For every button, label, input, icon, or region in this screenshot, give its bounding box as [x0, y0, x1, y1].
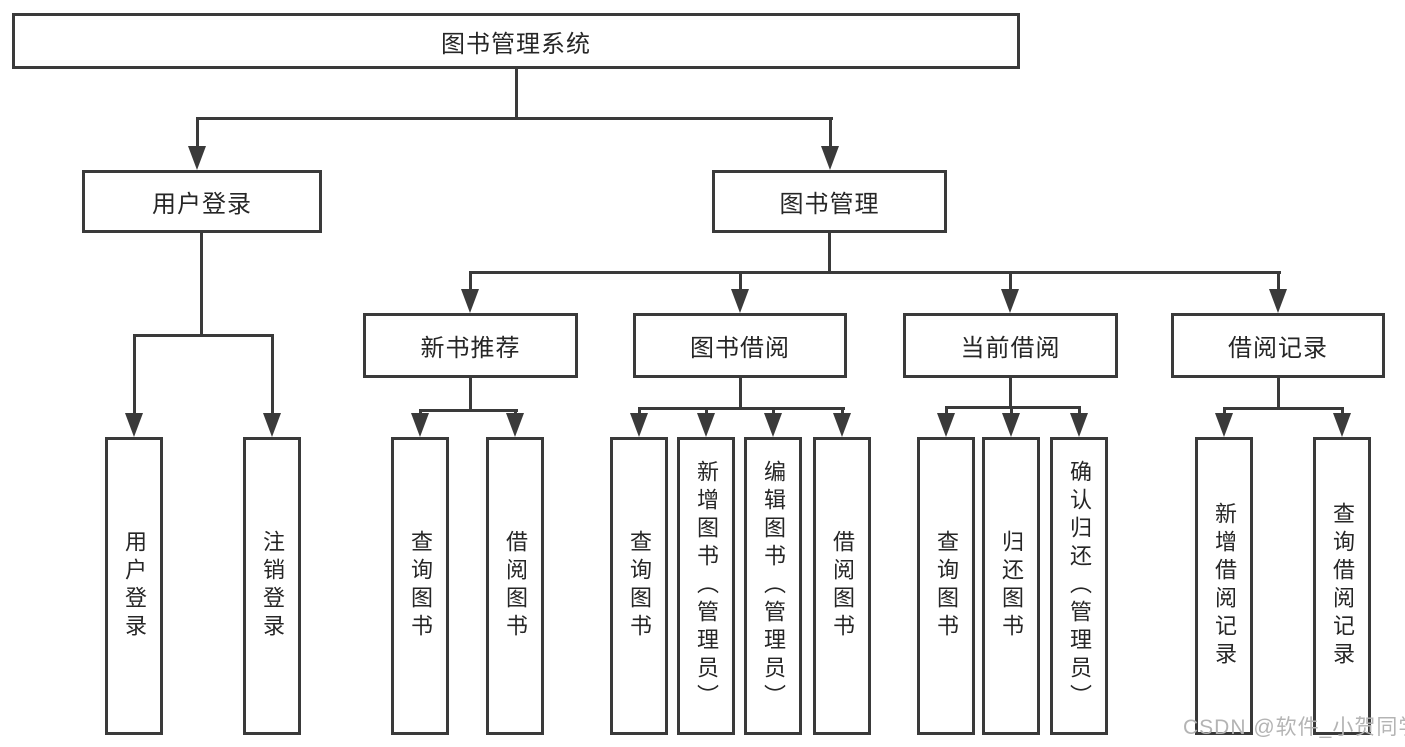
connector-line	[1009, 378, 1012, 408]
connector-line	[133, 334, 274, 337]
connector-line	[1009, 271, 1012, 291]
connector-line	[638, 407, 845, 410]
arrowhead-down-icon	[1070, 413, 1088, 437]
connector-line	[1078, 406, 1081, 417]
arrowhead-down-icon	[630, 413, 648, 437]
connector-line	[469, 271, 472, 291]
node-label: 新书推荐	[420, 335, 521, 362]
connector-line	[1277, 271, 1280, 291]
connector-line	[200, 233, 203, 336]
connector-line	[841, 407, 844, 417]
connector-line	[739, 271, 742, 291]
node-borrowing-records: 借阅记录	[1171, 313, 1385, 378]
leaf-query-books-current: 查询图书	[917, 437, 975, 735]
connector-line	[945, 406, 1081, 409]
connector-line	[772, 407, 775, 417]
arrowhead-down-icon	[937, 413, 955, 437]
connector-line	[469, 271, 1281, 274]
node-library-management-system: 图书管理系统	[12, 13, 1020, 69]
connector-line	[1223, 407, 1344, 410]
connector-line	[1010, 406, 1013, 417]
arrowhead-down-icon	[263, 413, 281, 437]
connector-line	[1223, 407, 1226, 417]
arrowhead-down-icon	[697, 413, 715, 437]
connector-line	[196, 117, 833, 120]
connector-line	[419, 409, 518, 412]
node-label: 查询图书	[934, 530, 959, 642]
arrowhead-down-icon	[506, 413, 524, 437]
leaf-add-borrow-record: 新增借阅记录	[1195, 437, 1253, 735]
arrowhead-down-icon	[461, 289, 479, 313]
node-label: 图书借阅	[690, 335, 790, 362]
arrowhead-down-icon	[1215, 413, 1233, 437]
node-new-book-recommendation: 新书推荐	[363, 313, 578, 378]
node-label: 注销登录	[260, 530, 285, 642]
leaf-add-books-admin: 新增图书（管理员）	[677, 437, 735, 735]
arrowhead-down-icon	[1333, 413, 1351, 437]
leaf-return-books: 归还图书	[982, 437, 1040, 735]
connector-line	[945, 406, 948, 417]
node-user-login: 用户登录	[82, 170, 322, 233]
arrowhead-down-icon	[764, 413, 782, 437]
leaf-query-borrow-record: 查询借阅记录	[1313, 437, 1371, 735]
node-label: 编辑图书（管理员）	[761, 460, 786, 712]
leaf-borrow-books-recommend: 借阅图书	[486, 437, 544, 735]
node-current-borrowing: 当前借阅	[903, 313, 1118, 378]
watermark: CSDN @软件_小贺同学	[1183, 716, 1405, 739]
arrowhead-down-icon	[833, 413, 851, 437]
arrowhead-down-icon	[188, 146, 206, 170]
node-book-management: 图书管理	[712, 170, 947, 233]
arrowhead-down-icon	[1001, 289, 1019, 313]
connector-line	[638, 407, 641, 417]
connector-line	[828, 233, 831, 273]
node-label: 确认归还（管理员）	[1067, 460, 1092, 712]
connector-line	[469, 378, 472, 411]
arrowhead-down-icon	[731, 289, 749, 313]
connector-line	[1341, 407, 1344, 417]
leaf-borrow-books: 借阅图书	[813, 437, 871, 735]
node-label: 用户登录	[122, 530, 147, 642]
node-label: 用户登录	[152, 191, 252, 218]
node-label: 图书管理系统	[441, 30, 591, 58]
node-label: 借阅图书	[503, 530, 528, 642]
node-label: 新增借阅记录	[1212, 502, 1237, 670]
leaf-user-login: 用户登录	[105, 437, 163, 735]
connector-line	[705, 407, 708, 417]
leaf-confirm-return-admin: 确认归还（管理员）	[1050, 437, 1108, 735]
leaf-logout: 注销登录	[243, 437, 301, 735]
node-label: 当前借阅	[960, 335, 1061, 362]
connector-line	[271, 334, 274, 414]
connector-line	[1277, 378, 1280, 409]
arrowhead-down-icon	[1269, 289, 1287, 313]
arrowhead-down-icon	[821, 146, 839, 170]
connector-line	[739, 378, 742, 409]
connector-line	[515, 69, 518, 119]
leaf-edit-books-admin: 编辑图书（管理员）	[744, 437, 802, 735]
node-label: 借阅记录	[1228, 335, 1328, 362]
node-book-borrowing: 图书借阅	[633, 313, 847, 378]
node-label: 查询图书	[408, 530, 433, 642]
node-label: 查询图书	[627, 530, 652, 642]
arrowhead-down-icon	[125, 413, 143, 437]
node-label: 查询借阅记录	[1330, 502, 1355, 670]
node-label: 新增图书（管理员）	[694, 460, 719, 712]
node-label: 图书管理	[779, 191, 880, 218]
connector-line	[133, 334, 136, 414]
leaf-query-books-recommend: 查询图书	[391, 437, 449, 735]
connector-line	[829, 117, 832, 149]
node-label: 归还图书	[999, 530, 1024, 642]
arrowhead-down-icon	[1002, 413, 1020, 437]
node-label: 借阅图书	[830, 530, 855, 642]
leaf-query-books-borrowing: 查询图书	[610, 437, 668, 735]
arrowhead-down-icon	[411, 413, 429, 437]
connector-line	[196, 117, 199, 149]
